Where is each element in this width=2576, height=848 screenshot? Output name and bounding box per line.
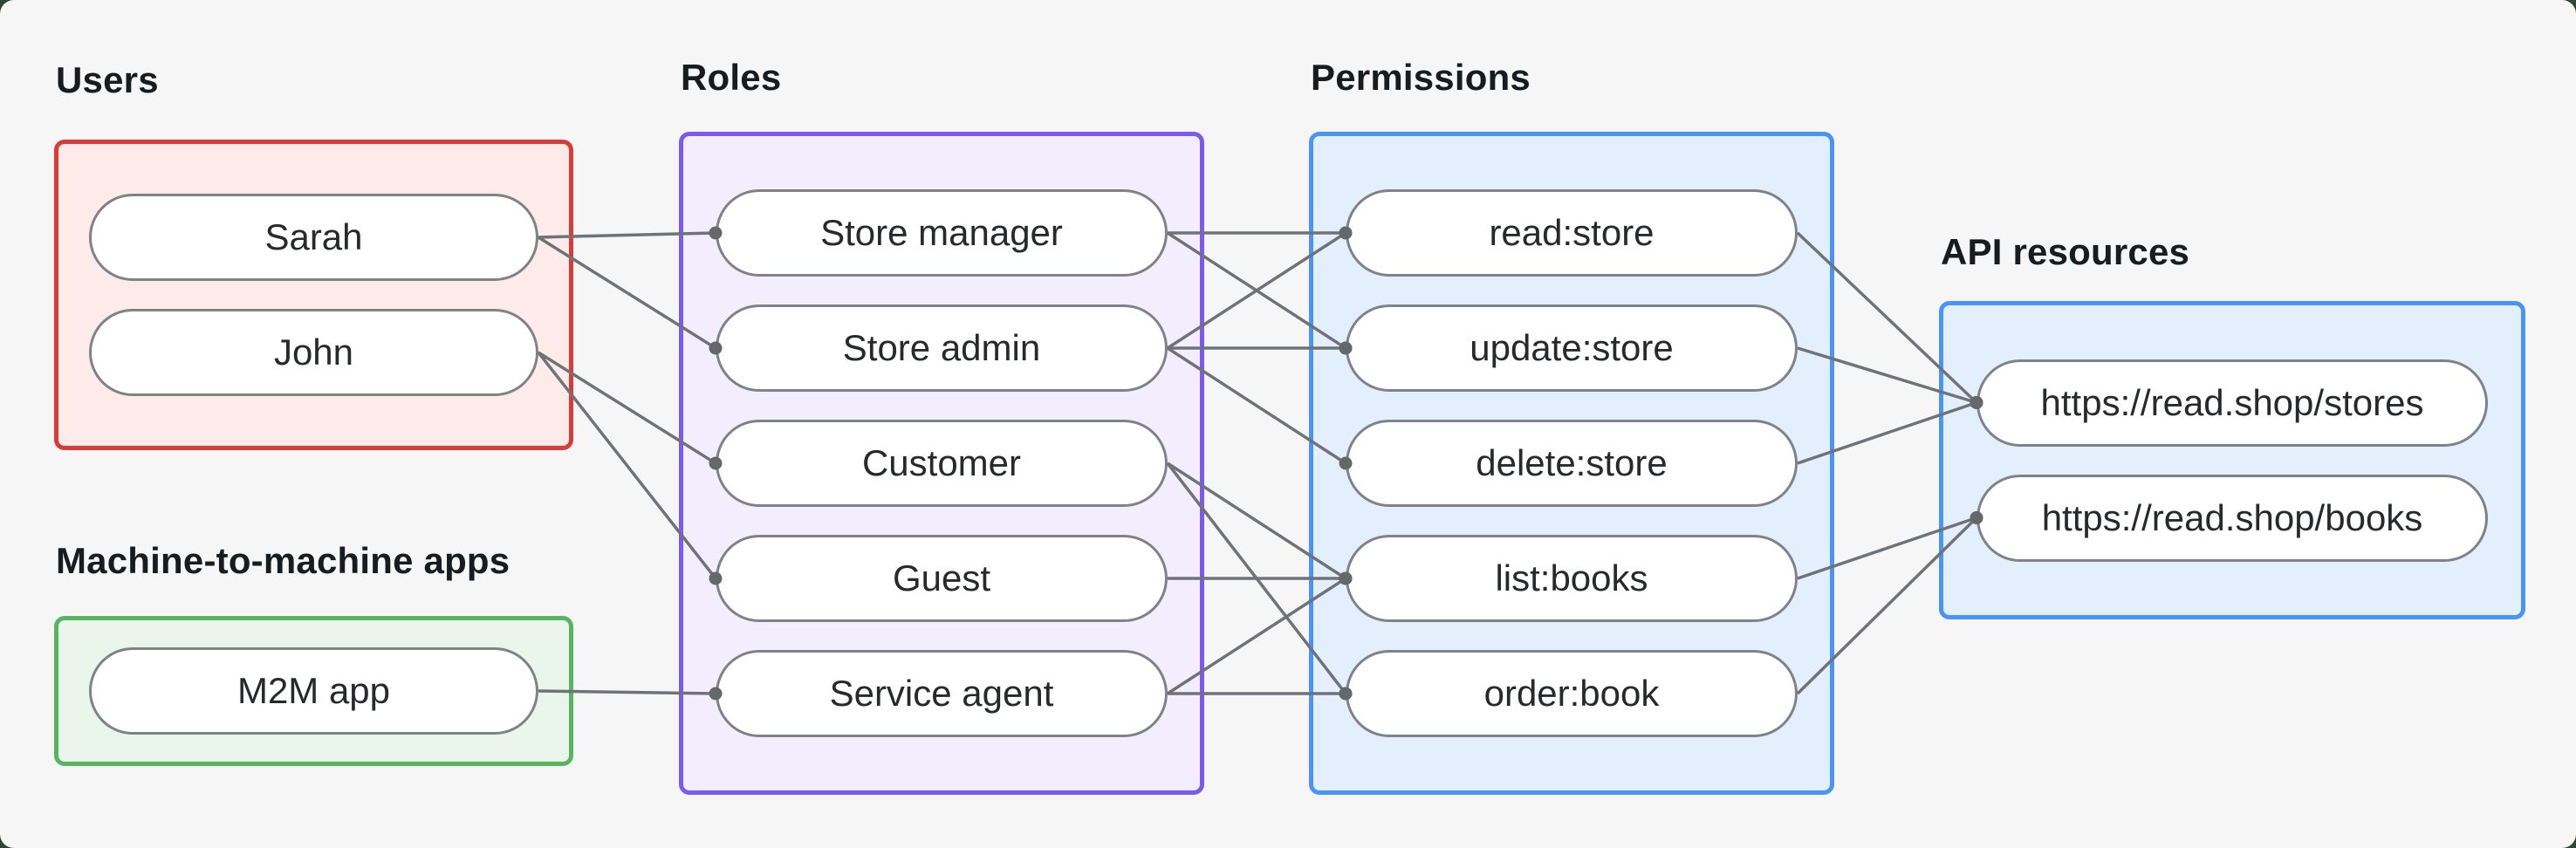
group-box-m2m-apps: M2M app bbox=[54, 616, 573, 766]
group-box-roles: Store manager Store admin Customer Guest… bbox=[679, 132, 1204, 795]
node-order-book: order:book bbox=[1346, 650, 1798, 737]
node-guest: Guest bbox=[716, 535, 1168, 622]
node-store-admin: Store admin bbox=[716, 304, 1168, 392]
node-service-agent: Service agent bbox=[716, 650, 1168, 737]
group-box-permissions: read:store update:store delete:store lis… bbox=[1309, 132, 1834, 795]
group-label-users: Users bbox=[56, 59, 159, 100]
group-label-m2m-apps: Machine-to-machine apps bbox=[56, 540, 510, 581]
node-customer: Customer bbox=[716, 420, 1168, 507]
group-label-api-resources: API resources bbox=[1941, 231, 2190, 272]
group-box-users: Sarah John bbox=[54, 140, 573, 450]
group-label-roles: Roles bbox=[681, 57, 782, 98]
group-box-api-resources: https://read.shop/stores https://read.sh… bbox=[1939, 301, 2525, 619]
node-list-books: list:books bbox=[1346, 535, 1798, 622]
node-m2m-app: M2M app bbox=[89, 647, 538, 735]
node-api-resource-books: https://read.shop/books bbox=[1977, 474, 2488, 562]
group-label-permissions: Permissions bbox=[1311, 57, 1531, 98]
node-store-manager: Store manager bbox=[716, 189, 1168, 277]
node-john: John bbox=[89, 309, 538, 396]
node-api-resource-stores: https://read.shop/stores bbox=[1977, 359, 2488, 447]
node-sarah: Sarah bbox=[89, 194, 538, 281]
node-update-store: update:store bbox=[1346, 304, 1798, 392]
node-read-store: read:store bbox=[1346, 189, 1798, 277]
node-delete-store: delete:store bbox=[1346, 420, 1798, 507]
